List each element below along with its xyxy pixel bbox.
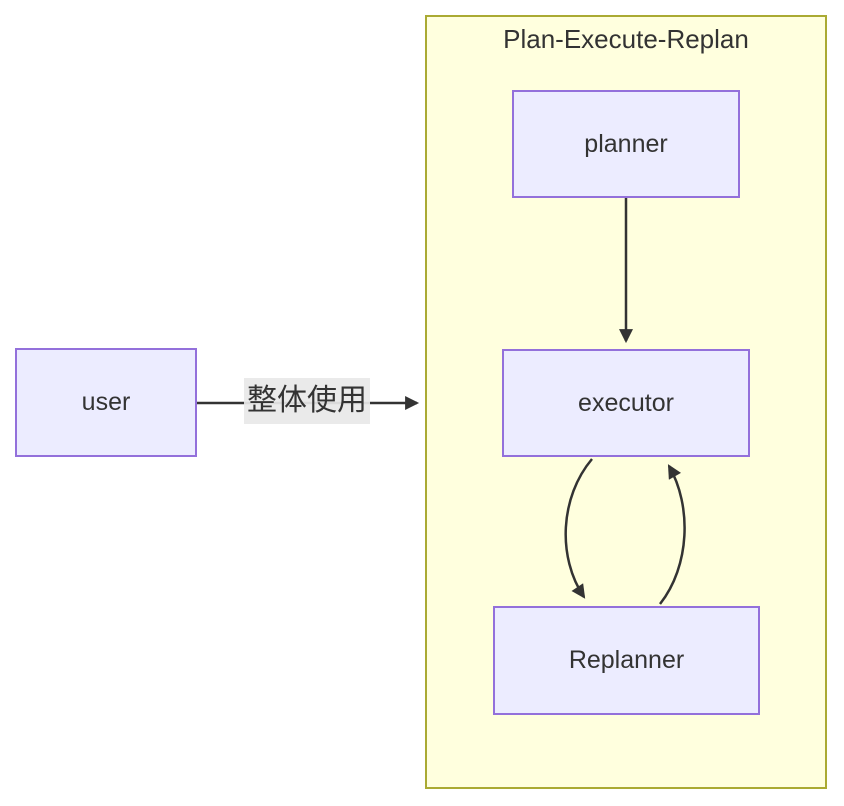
node-user: user [15, 348, 197, 457]
node-planner: planner [512, 90, 740, 198]
subgraph-title: Plan-Execute-Replan [503, 24, 749, 54]
node-replanner-label: Replanner [568, 646, 685, 674]
node-planner-label: planner [584, 129, 668, 158]
node-replanner: Replanner [493, 606, 760, 715]
edge-label-overall-use: 整体使用 [244, 378, 370, 424]
node-executor-label: executor [578, 388, 674, 417]
node-executor: executor [502, 349, 750, 457]
node-user-label: user [81, 388, 131, 416]
